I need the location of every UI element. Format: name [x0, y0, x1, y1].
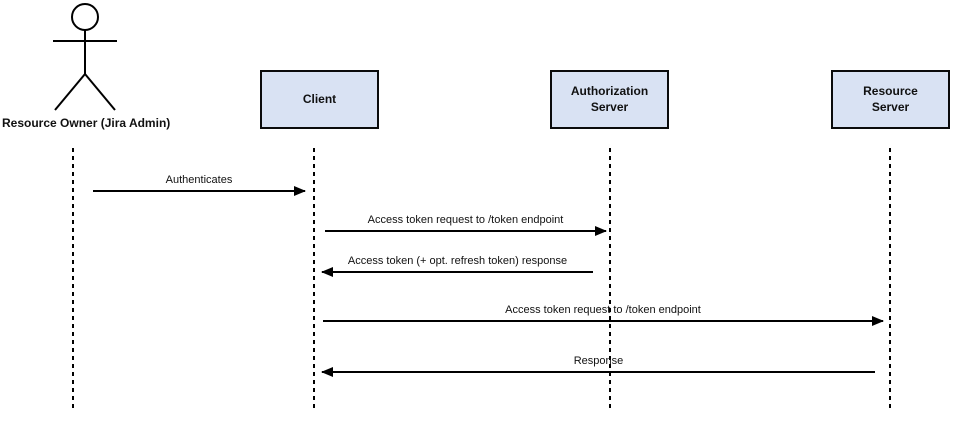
- arrowhead-left-icon: [321, 267, 333, 277]
- arrowhead-right-icon: [595, 226, 607, 236]
- message-line: [325, 230, 606, 232]
- message-label: Access token request to /token endpoint: [505, 304, 701, 316]
- message-access-token-request-auth: Access token request to /token endpoint: [325, 210, 607, 236]
- arrowhead-right-icon: [294, 186, 306, 196]
- message-authenticates: Authenticates: [93, 170, 306, 196]
- participant-authorization-server: Authorization Server: [550, 70, 669, 129]
- message-access-token-request-resource: Access token request to /token endpoint: [323, 300, 884, 326]
- message-label: Response: [573, 355, 624, 367]
- arrowhead-left-icon: [321, 367, 333, 377]
- participant-client: Client: [260, 70, 379, 129]
- participant-label: Authorization Server: [570, 83, 649, 114]
- participant-label: Client: [302, 91, 337, 106]
- message-access-token-response: Access token (+ opt. refresh token) resp…: [321, 251, 593, 277]
- message-response: Response: [321, 351, 875, 377]
- message-label: Access token (+ opt. refresh token) resp…: [347, 255, 568, 267]
- message-label: Authenticates: [165, 174, 233, 186]
- lifeline-resource-server: [889, 148, 891, 412]
- message-line: [93, 190, 305, 192]
- arrowhead-right-icon: [872, 316, 884, 326]
- message-label: Access token request to /token endpoint: [367, 214, 564, 226]
- lifeline-resource-owner: [72, 148, 74, 412]
- actor-icon: [53, 3, 117, 111]
- participant-label: Resource Server: [863, 83, 918, 114]
- actor-label: Resource Owner (Jira Admin): [2, 116, 171, 130]
- lifeline-client: [313, 148, 315, 412]
- message-line: [322, 371, 875, 373]
- participant-resource-server: Resource Server: [831, 70, 950, 129]
- message-line: [323, 320, 883, 322]
- message-line: [322, 271, 593, 273]
- lifeline-authorization-server: [609, 148, 611, 412]
